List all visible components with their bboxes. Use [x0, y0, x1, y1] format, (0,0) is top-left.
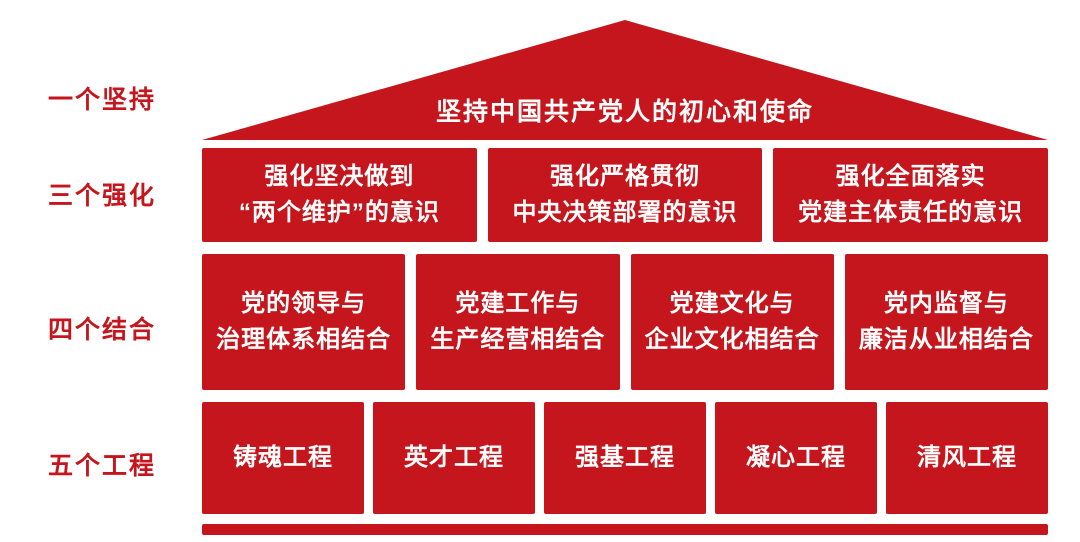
box-text-line: 强基工程 [575, 444, 675, 471]
projects-row: 铸魂工程 英才工程 强基工程 凝心工程 清风工程 [202, 402, 1048, 514]
box-text-line: 党建主体责任的意识 [798, 199, 1024, 226]
combine-box: 党建文化与 企业文化相结合 [630, 254, 834, 390]
combine-box: 党建工作与 生产经营相结合 [416, 254, 620, 390]
box-text-line: 清风工程 [917, 444, 1017, 471]
row-label-five-projects: 五个工程 [48, 452, 157, 480]
project-box: 清风工程 [886, 402, 1048, 514]
box-text-line: 党内监督与 [883, 290, 1009, 317]
box-text-line: 企业文化相结合 [644, 326, 820, 353]
row-label-three-strengthen: 三个强化 [48, 182, 157, 210]
row-label-four-combine: 四个结合 [48, 316, 157, 344]
project-box: 强基工程 [544, 402, 706, 514]
box-text-line: 党的领导与 [241, 290, 367, 317]
box-text-line: 强化严格贯彻 [550, 163, 700, 190]
combine-box: 党的领导与 治理体系相结合 [202, 254, 406, 390]
roof-triangle: 坚持中国共产党人的初心和使命 [202, 20, 1048, 140]
box-text-line: 廉洁从业相结合 [858, 326, 1034, 353]
roof-text: 坚持中国共产党人的初心和使命 [435, 98, 814, 126]
box-text-line: 英才工程 [404, 444, 504, 471]
row-label-one-adherence: 一个坚持 [48, 86, 157, 114]
box-text-line: 强化坚决做到 [264, 163, 415, 190]
box-text-line: 凝心工程 [746, 444, 846, 471]
project-box: 英才工程 [373, 402, 535, 514]
box-text-line: 中央决策部署的意识 [512, 199, 738, 226]
base-bar [202, 524, 1048, 535]
box-text-line: “两个维护”的意识 [238, 199, 440, 226]
strengthen-box: 强化坚决做到 “两个维护”的意识 [202, 148, 477, 242]
box-text-line: 党建工作与 [455, 290, 581, 317]
strengthen-box: 强化严格贯彻 中央决策部署的意识 [487, 148, 763, 242]
combine-box: 党内监督与 廉洁从业相结合 [844, 254, 1048, 390]
strengthen-box: 强化全面落实 党建主体责任的意识 [773, 148, 1049, 242]
diagram-content: 坚持中国共产党人的初心和使命 强化坚决做到 “两个维护”的意识 强化严格贯彻 中… [202, 0, 1049, 542]
project-box: 凝心工程 [715, 402, 877, 514]
box-text-line: 生产经营相结合 [430, 326, 606, 353]
box-text-line: 铸魂工程 [233, 444, 333, 471]
project-box: 铸魂工程 [202, 402, 364, 514]
box-text-line: 党建文化与 [669, 290, 795, 317]
strengthen-row: 强化坚决做到 “两个维护”的意识 强化严格贯彻 中央决策部署的意识 强化全面落实… [202, 148, 1049, 242]
box-text-line: 强化全面落实 [835, 163, 986, 190]
box-text-line: 治理体系相结合 [216, 326, 392, 353]
combine-row: 党的领导与 治理体系相结合 党建工作与 生产经营相结合 党建文化与 企业文化相结… [202, 254, 1048, 390]
